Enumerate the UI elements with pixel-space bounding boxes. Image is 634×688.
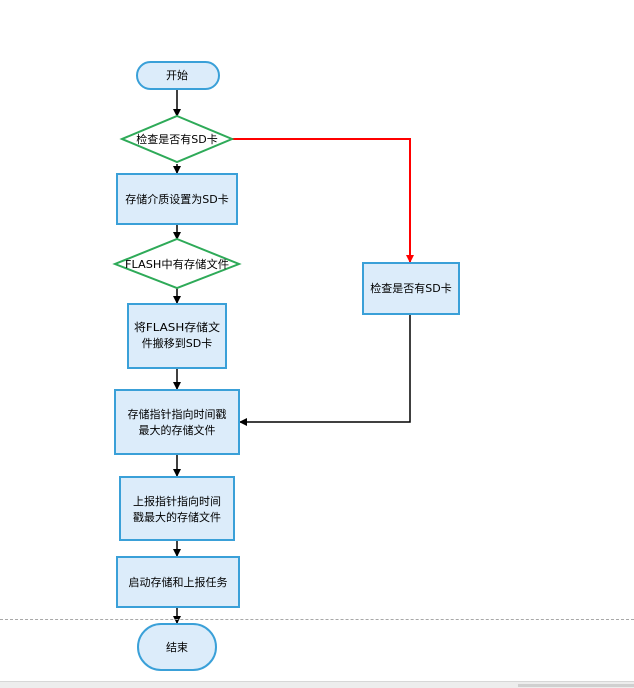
- report-ptr-latest-label-line1: 上报指针指向时间: [133, 494, 221, 508]
- start-tasks-label: 启动存储和上报任务: [129, 575, 228, 589]
- flash-has-file-decision: [112, 237, 242, 290]
- start-label: 开始: [166, 68, 188, 82]
- move-flash-to-sd-label-line1: 将FLASH存储文: [134, 320, 220, 334]
- check-sd-label-1: 检查是否有SD卡: [136, 132, 217, 146]
- flash-has-file-label: FLASH中有存储文件: [125, 257, 229, 271]
- start-terminal: [136, 61, 220, 90]
- set-storage-sd-process: [116, 173, 238, 225]
- page-bottom-edge: [0, 681, 634, 688]
- set-storage-sd-label: 存储介质设置为SD卡: [125, 192, 228, 206]
- end-label: 结束: [166, 641, 188, 654]
- storage-ptr-latest-process: [114, 389, 240, 455]
- check-sd-process-2: [362, 262, 460, 315]
- check-sd-decision-1: [119, 114, 235, 164]
- move-flash-to-sd-label-line2: 件搬移到SD卡: [142, 336, 212, 350]
- end-terminal: [137, 623, 217, 671]
- start-tasks-process: [116, 556, 240, 608]
- report-ptr-latest-label-line2: 戳最大的存储文件: [133, 510, 221, 524]
- labels: 开始 检查是否有SD卡 存储介质设置为SD卡 FLASH中有存储文件 将FLAS…: [125, 68, 452, 654]
- check-sd-label-2: 检查是否有SD卡: [370, 281, 451, 295]
- report-ptr-latest-process: [119, 476, 235, 541]
- arrow-check-sd2-to-storage-ptr: [239, 314, 411, 426]
- move-flash-to-sd-process: [127, 303, 227, 369]
- page-bottom-scroll-region: [518, 684, 634, 687]
- page-break-line: [0, 619, 634, 620]
- storage-ptr-latest-label-line2: 最大的存储文件: [139, 423, 216, 437]
- arrow-check-sd-no-branch: [232, 138, 414, 263]
- shapes: [112, 61, 460, 671]
- connectors: [173, 89, 414, 624]
- storage-ptr-latest-label-line1: 存储指针指向时间戳: [128, 407, 227, 421]
